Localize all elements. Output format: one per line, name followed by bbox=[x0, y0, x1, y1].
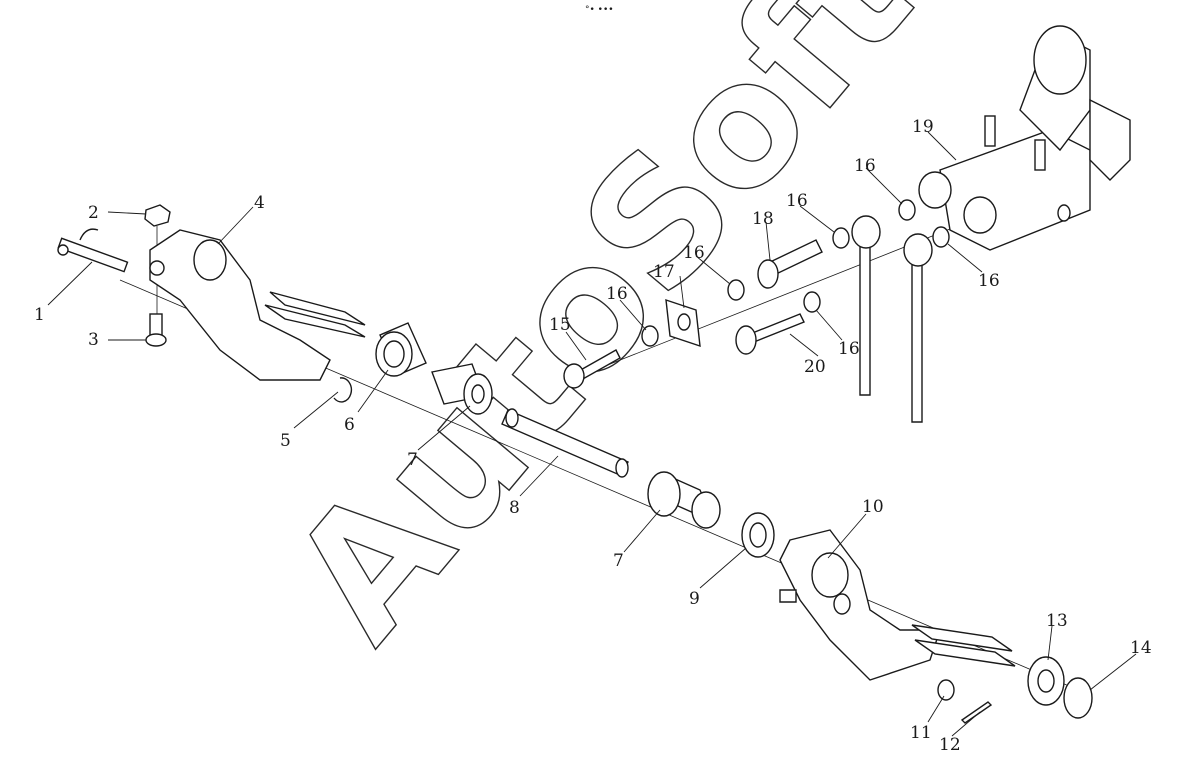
part-10-brake-pedal bbox=[779, 529, 1016, 681]
callout-15: 15 bbox=[549, 315, 571, 335]
part-16-washers bbox=[641, 199, 950, 347]
part-1-pin bbox=[57, 228, 129, 273]
callout-17: 17 bbox=[653, 262, 675, 282]
part-19-master-cylinder bbox=[918, 25, 1131, 251]
brake-assembly-axis-line bbox=[589, 224, 961, 373]
part-15-bolt bbox=[563, 349, 621, 389]
callout-16c: 16 bbox=[786, 191, 808, 211]
callout-5: 5 bbox=[280, 431, 291, 451]
part-5-circlip bbox=[333, 377, 353, 403]
part-20-bolt bbox=[735, 313, 805, 355]
callout-11: 11 bbox=[910, 723, 932, 743]
callout-10: 10 bbox=[862, 497, 884, 517]
callout-7b: 7 bbox=[613, 551, 624, 571]
callout-14: 14 bbox=[1130, 638, 1152, 658]
part-18-banjo-bolt bbox=[757, 239, 823, 289]
callout-16a: 16 bbox=[606, 284, 628, 304]
callout-labels: 1 2 3 4 5 6 7 7 8 9 10 11 12 13 14 15 16… bbox=[34, 117, 1152, 755]
part-7-flanged-bushing-b bbox=[647, 471, 721, 529]
callout-6: 6 bbox=[344, 415, 355, 435]
header-mark: °• ••• bbox=[585, 5, 614, 15]
callout-3: 3 bbox=[88, 330, 99, 350]
part-14-snap-ring bbox=[1063, 677, 1093, 719]
brake-hoses bbox=[851, 215, 933, 423]
part-4-clutch-pedal bbox=[149, 229, 366, 381]
leader-lines bbox=[47, 131, 1137, 737]
callout-7a: 7 bbox=[407, 450, 418, 470]
part-8-shaft bbox=[501, 408, 629, 478]
callout-16e: 16 bbox=[978, 271, 1000, 291]
part-11-washer bbox=[937, 679, 955, 701]
callout-13: 13 bbox=[1046, 611, 1068, 631]
part-13-large-washer bbox=[1027, 656, 1065, 706]
part-3-bolt bbox=[145, 313, 167, 347]
callout-1: 1 bbox=[34, 305, 45, 325]
part-17-bracket bbox=[665, 298, 701, 348]
callout-20: 20 bbox=[804, 357, 826, 377]
callout-16d: 16 bbox=[854, 156, 876, 176]
callout-16b: 16 bbox=[683, 243, 705, 263]
callout-9: 9 bbox=[689, 589, 700, 609]
part-12-cotter-pin bbox=[960, 701, 993, 724]
part-6-bushing bbox=[375, 322, 427, 377]
callout-12: 12 bbox=[939, 735, 961, 755]
callout-4: 4 bbox=[254, 193, 265, 213]
callout-8: 8 bbox=[509, 498, 520, 518]
callout-19: 19 bbox=[912, 117, 934, 137]
callout-2: 2 bbox=[88, 203, 99, 223]
part-9-ring bbox=[741, 512, 775, 558]
callout-18: 18 bbox=[752, 209, 774, 229]
callout-16f: 16 bbox=[838, 339, 860, 359]
part-7-flanged-bushing-a bbox=[431, 363, 493, 415]
